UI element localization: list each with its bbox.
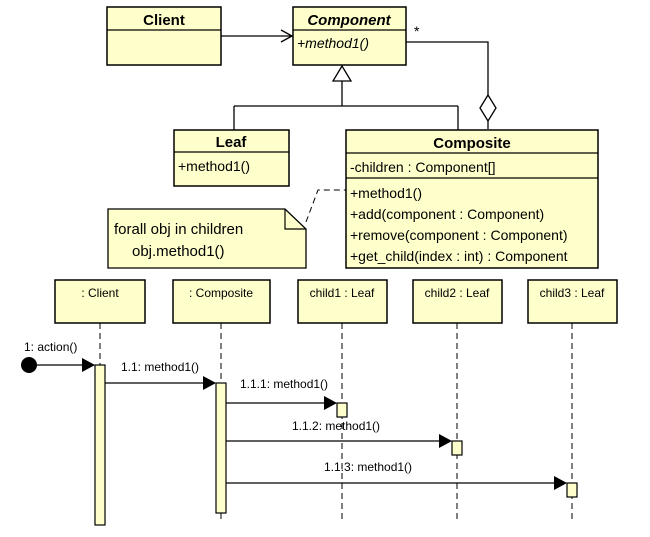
lifeline-child3: child3 : Leaf <box>527 279 618 520</box>
leaf-class-name: Leaf <box>216 134 248 151</box>
message-action-label: 1: action() <box>24 340 77 354</box>
leaf-method: +method1() <box>178 158 250 174</box>
composite-class-name: Composite <box>433 135 511 152</box>
composite-method-2: +add(component : Component) <box>350 206 544 222</box>
message-1-1-2-label: 1.1.2: method1() <box>292 419 380 433</box>
component-multiplicity: * <box>414 23 420 39</box>
client-class: Client <box>106 6 222 66</box>
composite-attribute: -children : Component[] <box>350 159 496 175</box>
lifeline-child3-label: child3 : Leaf <box>540 286 605 300</box>
message-1-1: 1.1: method1() <box>105 360 216 390</box>
client-component-association <box>221 29 294 43</box>
note-line-1: forall obj in children <box>114 221 243 238</box>
lifeline-child2-label: child2 : Leaf <box>425 286 490 300</box>
lifeline-client: : Client <box>54 279 146 365</box>
lifeline-client-label: : Client <box>81 286 119 300</box>
composite-method-1: +method1() <box>350 185 422 201</box>
message-1-1-3: 1.1.3: method1() <box>226 460 567 490</box>
composite-class: Composite -children : Component[] +metho… <box>345 129 599 269</box>
generalization-arrow <box>233 64 459 130</box>
note: forall obj in children obj.method1() <box>107 208 307 269</box>
leaf-class: Leaf +method1() <box>173 129 290 187</box>
composite-method-4: +get_child(index : int) : Component <box>350 248 568 264</box>
note-anchor <box>305 189 346 223</box>
lifeline-child1-label: child1 : Leaf <box>310 286 375 300</box>
composite-aggregation <box>406 41 497 129</box>
client-activation <box>94 364 106 526</box>
composite-activation <box>215 382 227 514</box>
message-1-1-1: 1.1.1: method1() <box>226 377 337 410</box>
component-class: Component +method1() <box>292 6 407 66</box>
component-class-name: Component <box>307 12 391 29</box>
client-class-name: Client <box>143 12 185 29</box>
component-method: +method1() <box>297 35 369 51</box>
message-1-1-2: 1.1.2: method1() <box>226 419 452 448</box>
child1-activation <box>336 402 348 418</box>
child3-activation <box>566 482 578 498</box>
note-line-2: obj.method1() <box>132 243 225 260</box>
composite-method-3: +remove(component : Component) <box>350 227 568 243</box>
message-1-1-3-label: 1.1.3: method1() <box>324 460 412 474</box>
message-1-1-label: 1.1: method1() <box>121 360 199 374</box>
child2-activation <box>451 440 463 456</box>
message-action: 1: action() <box>21 340 95 373</box>
lifeline-child1: child1 : Leaf <box>297 279 388 520</box>
message-1-1-1-label: 1.1.1: method1() <box>240 377 328 391</box>
lifeline-child2: child2 : Leaf <box>412 279 503 520</box>
lifeline-composite-label: : Composite <box>189 286 253 300</box>
lifeline-composite: : Composite <box>172 279 271 520</box>
